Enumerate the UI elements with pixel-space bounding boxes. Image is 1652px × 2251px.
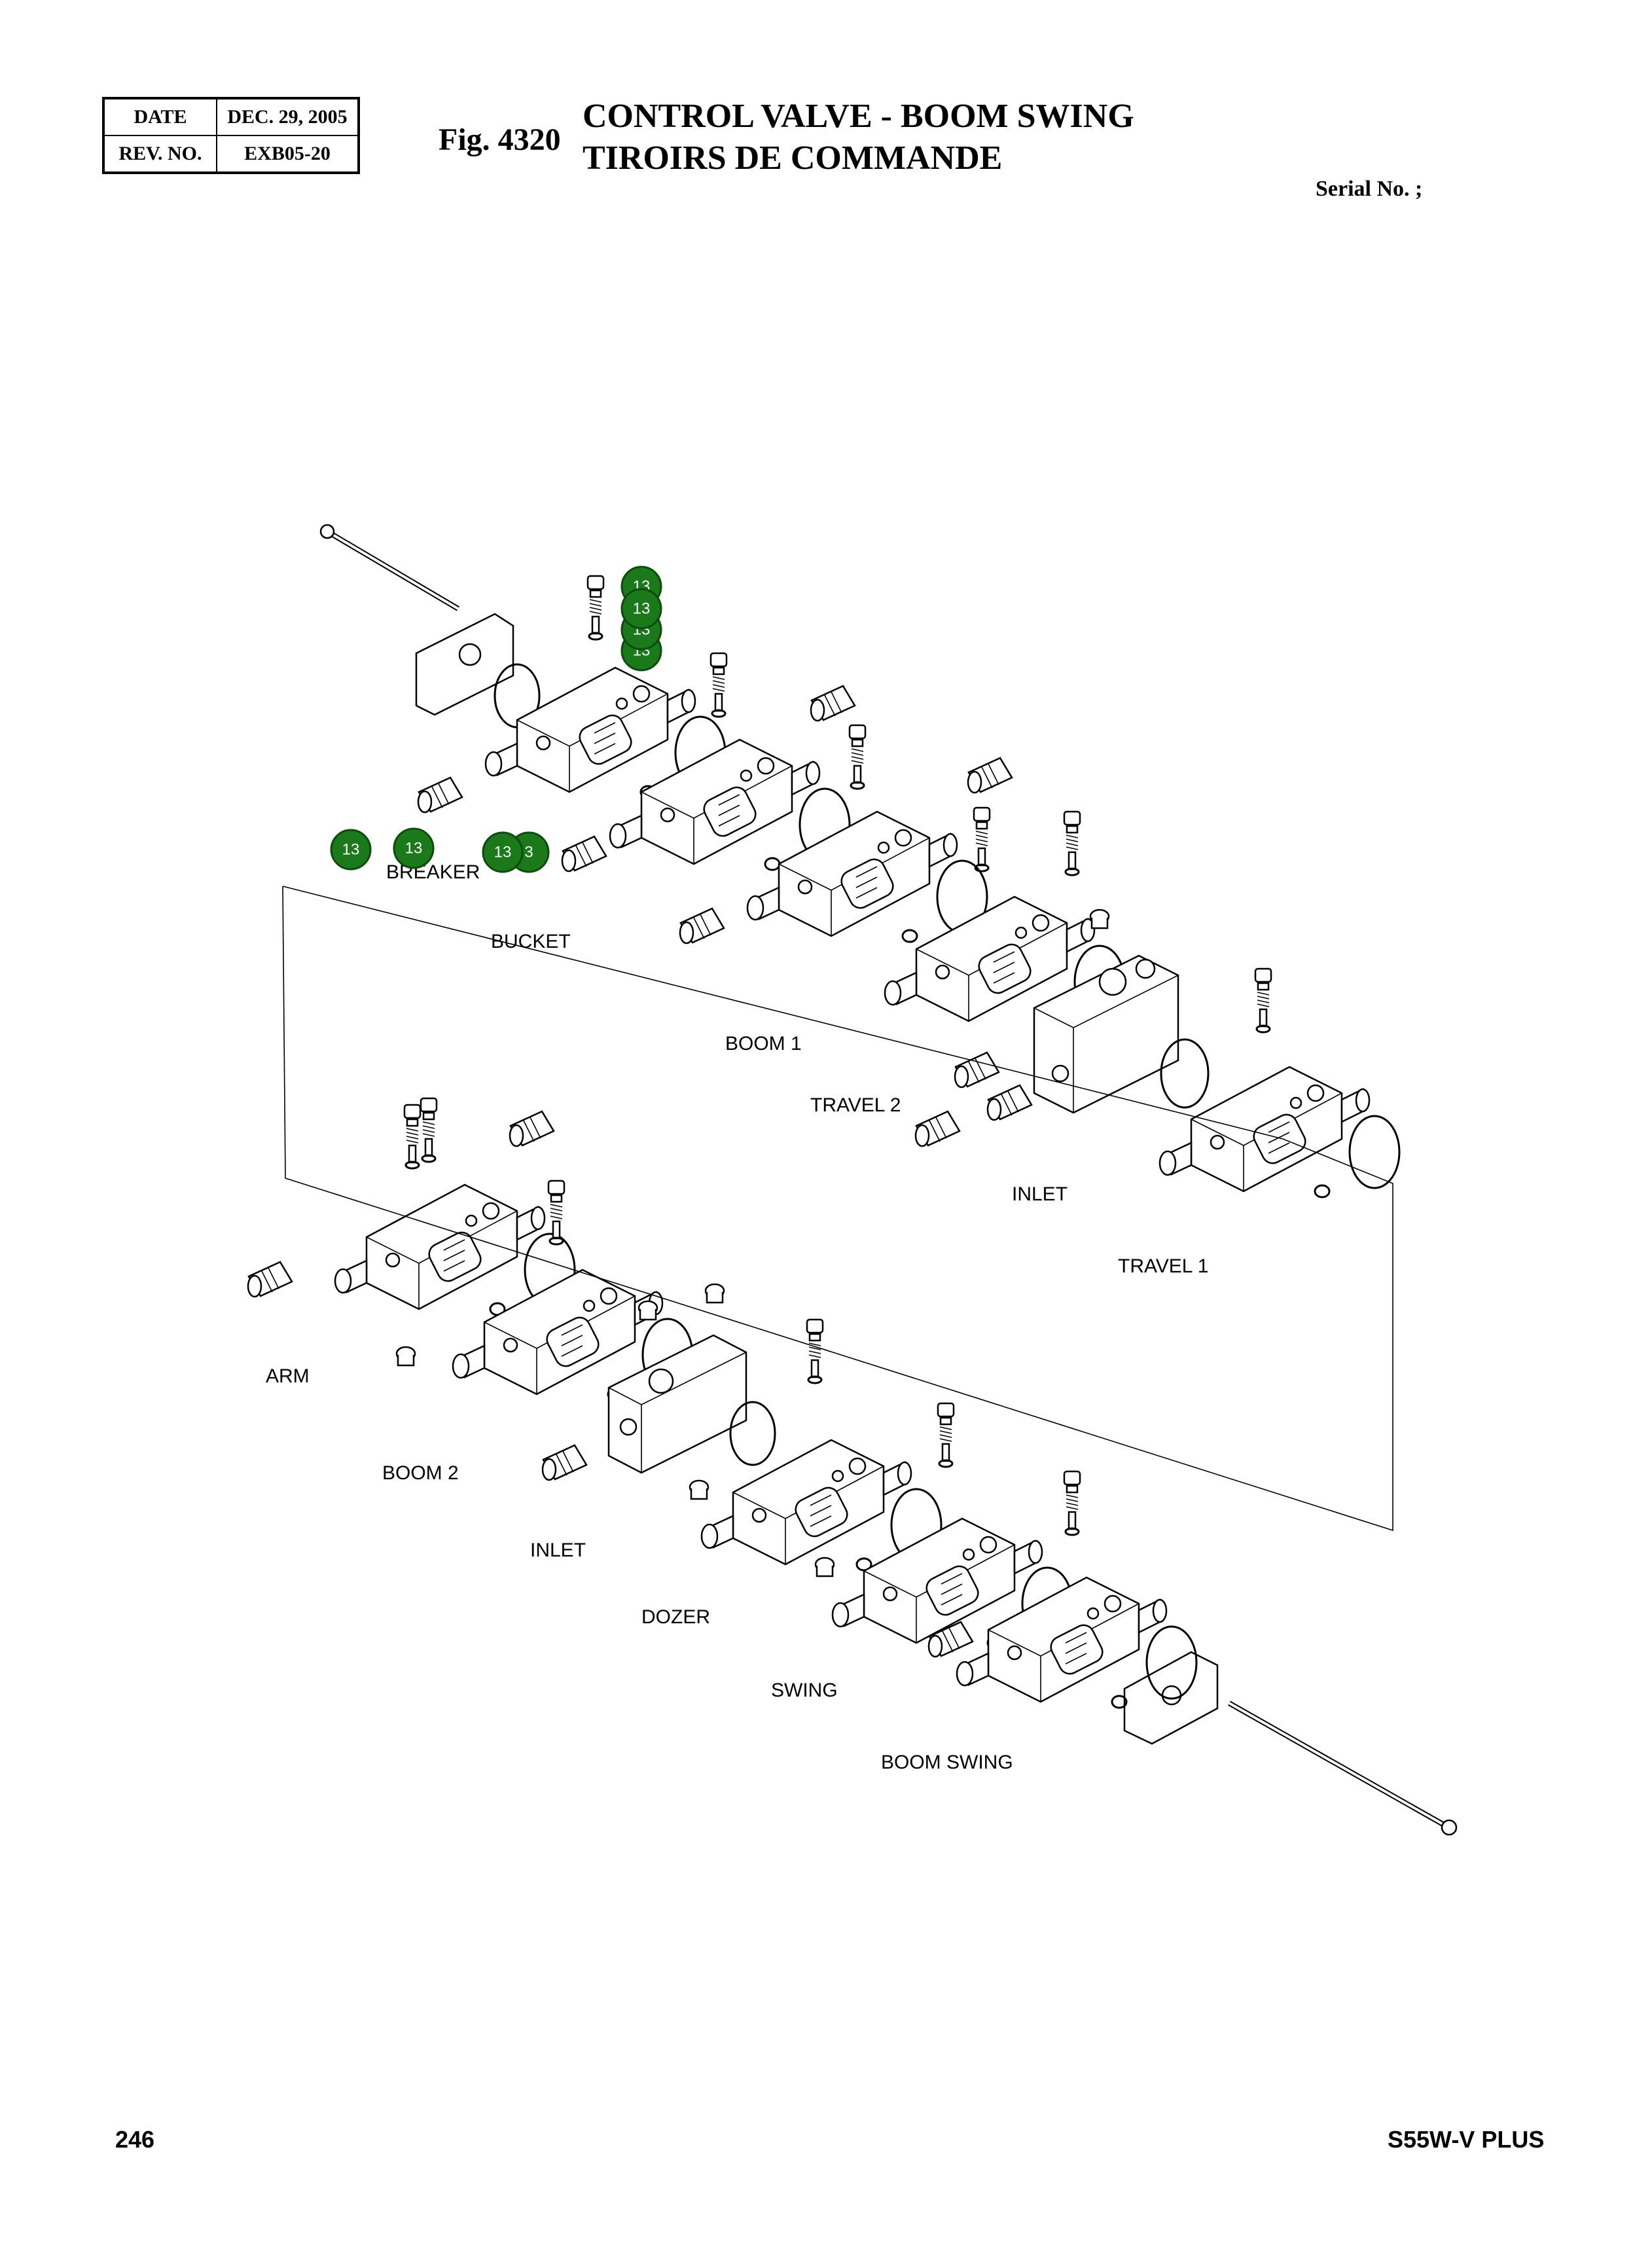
page-number: 246 (115, 2126, 155, 2153)
figure-number: Fig. 4320 (439, 122, 561, 157)
callout-badge[interactable]: 13 (393, 827, 435, 869)
svg-text:13: 13 (405, 840, 423, 857)
svg-text:13: 13 (342, 841, 360, 859)
cartridge (937, 1402, 955, 1468)
title-english: CONTROL VALVE - BOOM SWING (583, 98, 1134, 135)
label-inlet-top: INLET (1012, 1183, 1068, 1205)
tie-rod-bottom (1228, 1701, 1458, 1836)
relief-valve (967, 757, 1013, 794)
cartridge (806, 1318, 824, 1384)
relief-valve (509, 1110, 555, 1147)
relief-valve (679, 907, 725, 945)
label-travel1: TRAVEL 1 (1118, 1255, 1208, 1277)
cartridge (1063, 1470, 1081, 1536)
cartridge (586, 575, 605, 641)
label-boom-swing: BOOM SWING (881, 1752, 1013, 1773)
inlet-block-bottom (607, 1334, 776, 1474)
revision-table: DATE DEC. 29, 2005 REV. NO. EXB05-20 (102, 97, 360, 174)
cartridge (403, 1104, 422, 1170)
end-plate-top (415, 613, 541, 729)
cartridge (973, 806, 991, 873)
valve-section-boom1 (746, 810, 988, 943)
tie-rod-top (319, 524, 460, 611)
valve-section-travel1 (1158, 1066, 1401, 1198)
revision-label: REV. NO. (103, 135, 217, 173)
callout-badge[interactable]: 13 (330, 829, 372, 871)
callout-badge[interactable]: 13 (620, 588, 662, 630)
svg-text:13: 13 (633, 600, 651, 618)
svg-text:13: 13 (494, 844, 512, 861)
port-plug (395, 1346, 416, 1367)
callout-badge[interactable]: 13 (482, 831, 524, 873)
port-plug (637, 1300, 658, 1321)
cartridge (848, 724, 867, 790)
relief-valve (986, 1084, 1033, 1121)
inlet-block-top (1033, 954, 1210, 1114)
label-travel2: TRAVEL 2 (810, 1094, 901, 1116)
label-arm: ARM (266, 1365, 310, 1387)
assembly-outline (282, 886, 1393, 1532)
relief-valve (247, 1261, 293, 1298)
port-plug (704, 1283, 725, 1304)
svg-text:3: 3 (524, 844, 533, 861)
revision-value: EXB05-20 (216, 135, 359, 173)
port-plug (689, 1479, 709, 1500)
label-bucket: BUCKET (491, 931, 571, 952)
model-name: S55W-V PLUS (1388, 2126, 1545, 2153)
label-inlet-bottom: INLET (530, 1540, 586, 1561)
port-plug (1089, 909, 1110, 929)
relief-valve (810, 685, 856, 722)
relief-valve (914, 1110, 961, 1147)
title-french: TIROIRS DE COMMANDE (583, 139, 1003, 177)
relief-valve (541, 1444, 588, 1481)
relief-valve (561, 835, 607, 873)
label-dozer: DOZER (641, 1606, 710, 1628)
label-breaker: BREAKER (386, 861, 480, 883)
cartridge (1254, 967, 1272, 1034)
cartridge (420, 1097, 438, 1163)
date-value: DEC. 29, 2005 (216, 98, 359, 136)
cartridge (1063, 810, 1081, 876)
cartridge (709, 652, 728, 718)
label-boom1: BOOM 1 (725, 1033, 802, 1054)
serial-number: Serial No. ; (1316, 177, 1423, 201)
label-boom2: BOOM 2 (382, 1462, 459, 1484)
label-swing: SWING (771, 1680, 838, 1701)
port-plug (814, 1557, 835, 1577)
date-label: DATE (103, 98, 217, 136)
relief-valve (417, 776, 463, 814)
